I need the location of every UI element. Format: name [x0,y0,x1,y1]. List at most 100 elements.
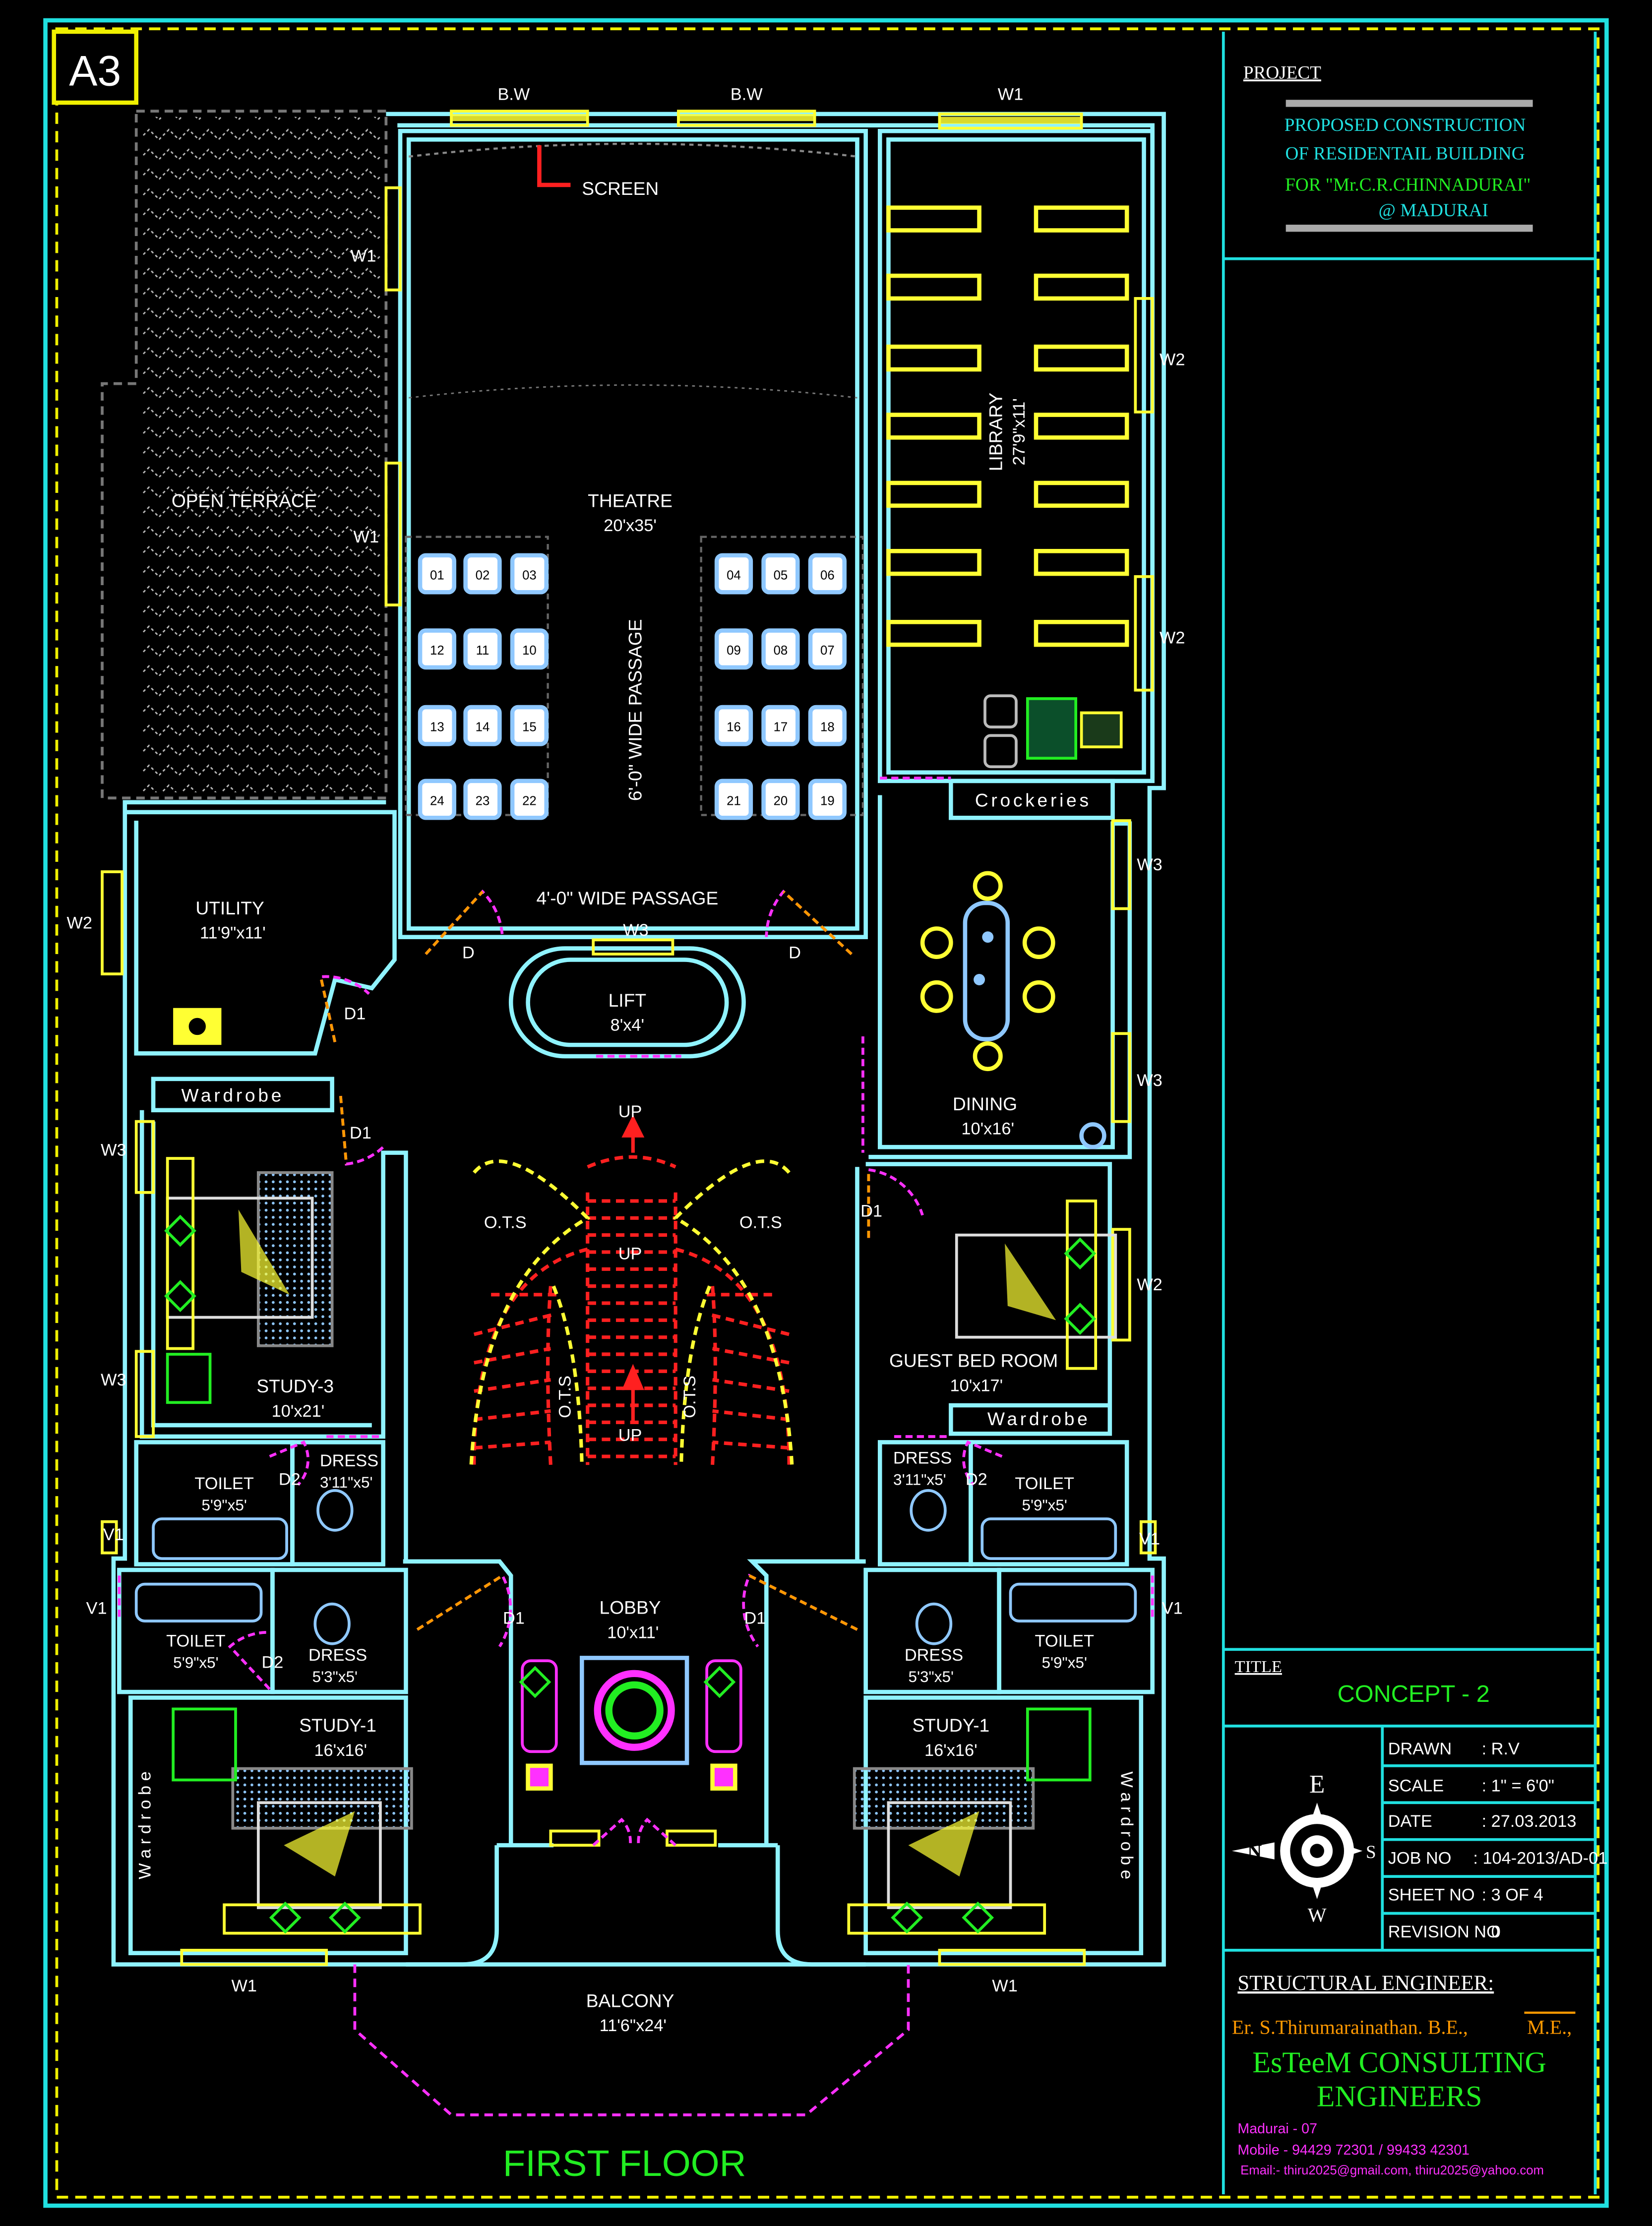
seat-icon [463,705,502,746]
seat-number: 15 [522,721,537,734]
open-terrace-hatch [142,117,380,792]
door-label: D [789,944,801,963]
seat-icon [808,779,847,820]
toilet-label: TOILET [1035,1631,1094,1650]
utility-label: UTILITY [195,898,264,918]
contact-line: Madurai - 07 [1237,2121,1317,2137]
window-label: V1 [1162,1599,1183,1618]
info-value: : 104-2013/AD-01 [1473,1849,1607,1867]
drawing-title: CONCEPT - 2 [1338,1681,1490,1707]
bed-icon [847,1767,1046,1935]
lift-size: 8'x4' [611,1016,644,1035]
stair-up-label: UP [618,1426,642,1445]
ots-label: O.T.S [484,1213,527,1232]
door-label: D1 [344,1005,366,1023]
seat-number: 24 [430,794,444,808]
library-table [1034,481,1129,508]
engineer-label: STRUCTURAL ENGINEER: [1237,1972,1494,1995]
seat-number: 05 [774,569,788,583]
seat-icon [761,553,800,595]
sheet-size-label: A3 [69,48,121,95]
window-label: W3 [101,1141,126,1159]
seat-number: 07 [820,644,835,658]
lobby-label: LOBBY [600,1597,661,1618]
toilet-size: 5'9"x5' [1042,1654,1087,1671]
dining-size: 10'x16' [961,1119,1014,1138]
window-label: W2 [1160,628,1185,647]
study3-label: STUDY-3 [256,1376,334,1396]
library-table [1034,344,1129,372]
theatre-label: THEATRE [588,490,673,511]
door-label: D1 [860,1202,882,1220]
library-table [886,481,981,508]
door-label: D1 [350,1124,371,1143]
guest-bed-size: 10'x17' [950,1376,1003,1395]
seat-number: 19 [820,794,835,808]
project-line: FOR "Mr.C.R.CHINNADURAI" [1285,175,1530,195]
seat-number: 21 [727,794,741,808]
door-label: D1 [744,1609,766,1628]
window-label: W1 [998,85,1023,104]
seat-number: 23 [476,794,490,808]
screen-label: SCREEN [582,178,659,199]
info-key: REVISION NO [1388,1923,1500,1941]
seat-number: 10 [522,644,537,658]
dining-label: DINING [953,1093,1017,1114]
seat-number: 16 [727,721,741,734]
floor-title: FIRST FLOOR [503,2143,746,2184]
study1-size: 16'x16' [314,1741,367,1760]
library-table [886,205,981,233]
seat-icon [714,628,753,670]
seat-number: 03 [522,569,537,583]
seat-number: 09 [727,644,741,658]
seat-icon [761,628,800,670]
balcony-size: 11'6"x24' [600,2016,667,2035]
info-key: JOB NO [1388,1849,1452,1867]
library-table [886,344,981,372]
compass-south: S [1366,1842,1376,1863]
library-table [1034,205,1129,233]
window-label: B.W [498,85,530,104]
seat-icon [418,628,457,670]
study3-size: 10'x21' [272,1402,325,1421]
library-table [886,548,981,576]
window-label: B.W [731,85,763,104]
dress-label: DRESS [308,1646,367,1665]
library-size: 27'9"x11' [1010,398,1029,465]
wash-basin-icon [1079,1122,1106,1149]
screen-indicator [537,145,571,187]
seat-number: 02 [476,569,490,583]
seat-number: 11 [476,644,489,658]
study1-label: STUDY-1 [299,1715,376,1736]
info-value: : 3 OF 4 [1482,1886,1543,1905]
library-table [886,273,981,301]
seat-number: 04 [727,569,741,583]
window-label: W2 [67,913,93,932]
company-name: EsTeeM CONSULTING [1252,2046,1546,2079]
seat-icon [808,553,847,595]
seat-icon [510,553,549,595]
library-desk-icon [983,694,1123,769]
project-label: PROJECT [1243,62,1321,83]
seat-icon [463,628,502,670]
seat-icon [808,705,847,746]
window-label: W3 [623,921,649,940]
stair-up-label: UP [618,1102,642,1121]
seat-number: 13 [430,721,444,734]
wardrobe-label: Wardrobe [181,1085,284,1106]
ots-label: O.T.S [739,1213,782,1232]
ots-label: O.T.S [555,1376,574,1418]
project-rule [1285,100,1533,107]
seat-icon [418,779,457,820]
dress-label: DRESS [905,1646,963,1665]
seat-number: 06 [820,569,835,583]
engineer-name: Er. S.Thirumarainathan. B.E., [1232,2016,1468,2039]
window-label: W2 [1160,350,1185,369]
dress-size: 3'11"x5' [320,1474,373,1491]
seat-icon [761,779,800,820]
ots-label: O.T.S [680,1376,699,1418]
window-label: W1 [354,528,379,546]
library-table [1034,548,1129,576]
crockeries-label: Crockeries [975,789,1092,810]
